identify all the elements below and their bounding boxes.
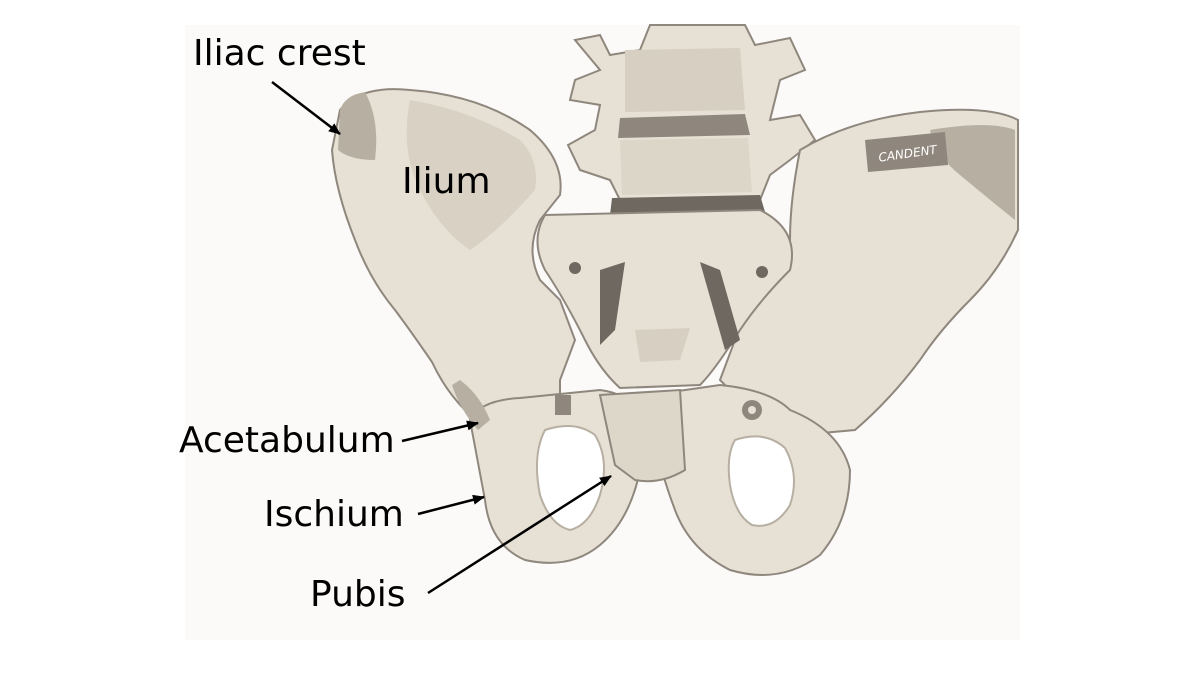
label-iliac-crest: Iliac crest xyxy=(193,36,366,72)
label-pubis: Pubis xyxy=(310,577,406,613)
label-ischium: Ischium xyxy=(264,497,404,533)
label-ilium: Ilium xyxy=(402,164,491,200)
label-acetabulum: Acetabulum xyxy=(179,423,395,459)
